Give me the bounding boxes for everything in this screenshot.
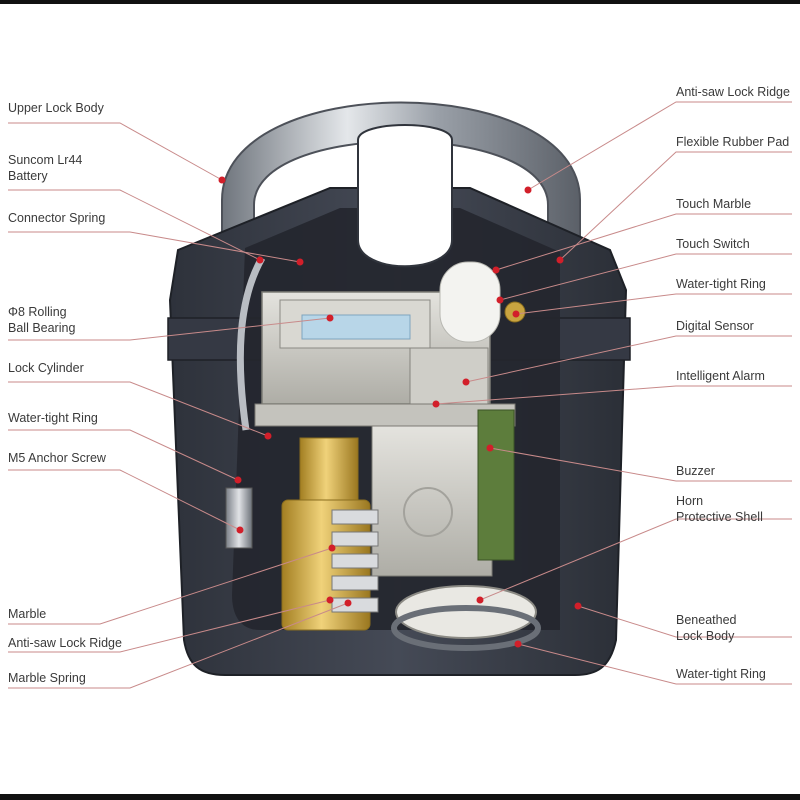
shackle-opening: [357, 124, 453, 268]
label-water-tight-ring-left: Water-tight Ring: [8, 411, 98, 425]
label-intelligent-alarm: Intelligent Alarm: [676, 369, 765, 383]
label-flexible-rubber-pad: Flexible Rubber Pad: [676, 135, 790, 149]
leader-lines: [8, 101, 792, 689]
label-horn-protective-shell: Horn Protective Shell: [676, 494, 763, 524]
touch-switch: [439, 261, 501, 343]
label-water-tight-ring-right-top: Water-tight Ring: [676, 277, 766, 291]
label-water-tight-ring-right-bottom: Water-tight Ring: [676, 667, 766, 681]
bottom-border: [0, 794, 800, 800]
circuit-board: [477, 409, 515, 561]
label-connector-spring: Connector Spring: [8, 211, 106, 225]
label-suncom-lr44-battery: Suncom Lr44 Battery: [8, 153, 83, 183]
label-touch-marble: Touch Marble: [676, 197, 752, 211]
label-lock-cylinder: Lock Cylinder: [8, 361, 84, 375]
label-marble-left: Marble: [8, 607, 47, 621]
anchor-screw: [225, 487, 253, 549]
logo-emblem: [403, 487, 453, 537]
label-beneathed-lock-body: Beneathed Lock Body: [676, 613, 737, 643]
label-m5-anchor-screw: M5 Anchor Screw: [8, 451, 106, 465]
alarm-housing: [371, 425, 493, 577]
water-tight-ring-top: [301, 314, 411, 340]
label-digital-sensor: Digital Sensor: [676, 319, 754, 333]
marble-pins: [331, 509, 379, 613]
label-buzzer: Buzzer: [676, 464, 715, 478]
marker-dots: [218, 176, 582, 648]
label-upper-lock-body: Upper Lock Body: [8, 101, 104, 115]
label-anti-saw-lock-ridge-left: Anti-saw Lock Ridge: [8, 636, 122, 650]
label-anti-saw-lock-ridge-right: Anti-saw Lock Ridge: [676, 85, 790, 99]
top-border: [0, 0, 800, 4]
connector-spring: [236, 256, 266, 431]
lower-plate: [254, 403, 516, 427]
label-touch-switch: Touch Switch: [676, 237, 750, 251]
sensor-housing: [409, 347, 489, 407]
label-rolling-ball-bearing: Φ8 Rolling Ball Bearing: [8, 305, 76, 335]
shackle: [221, 101, 581, 271]
label-marble-spring: Marble Spring: [8, 671, 86, 685]
horn-ring: [391, 605, 541, 651]
buzzer: [395, 585, 537, 639]
